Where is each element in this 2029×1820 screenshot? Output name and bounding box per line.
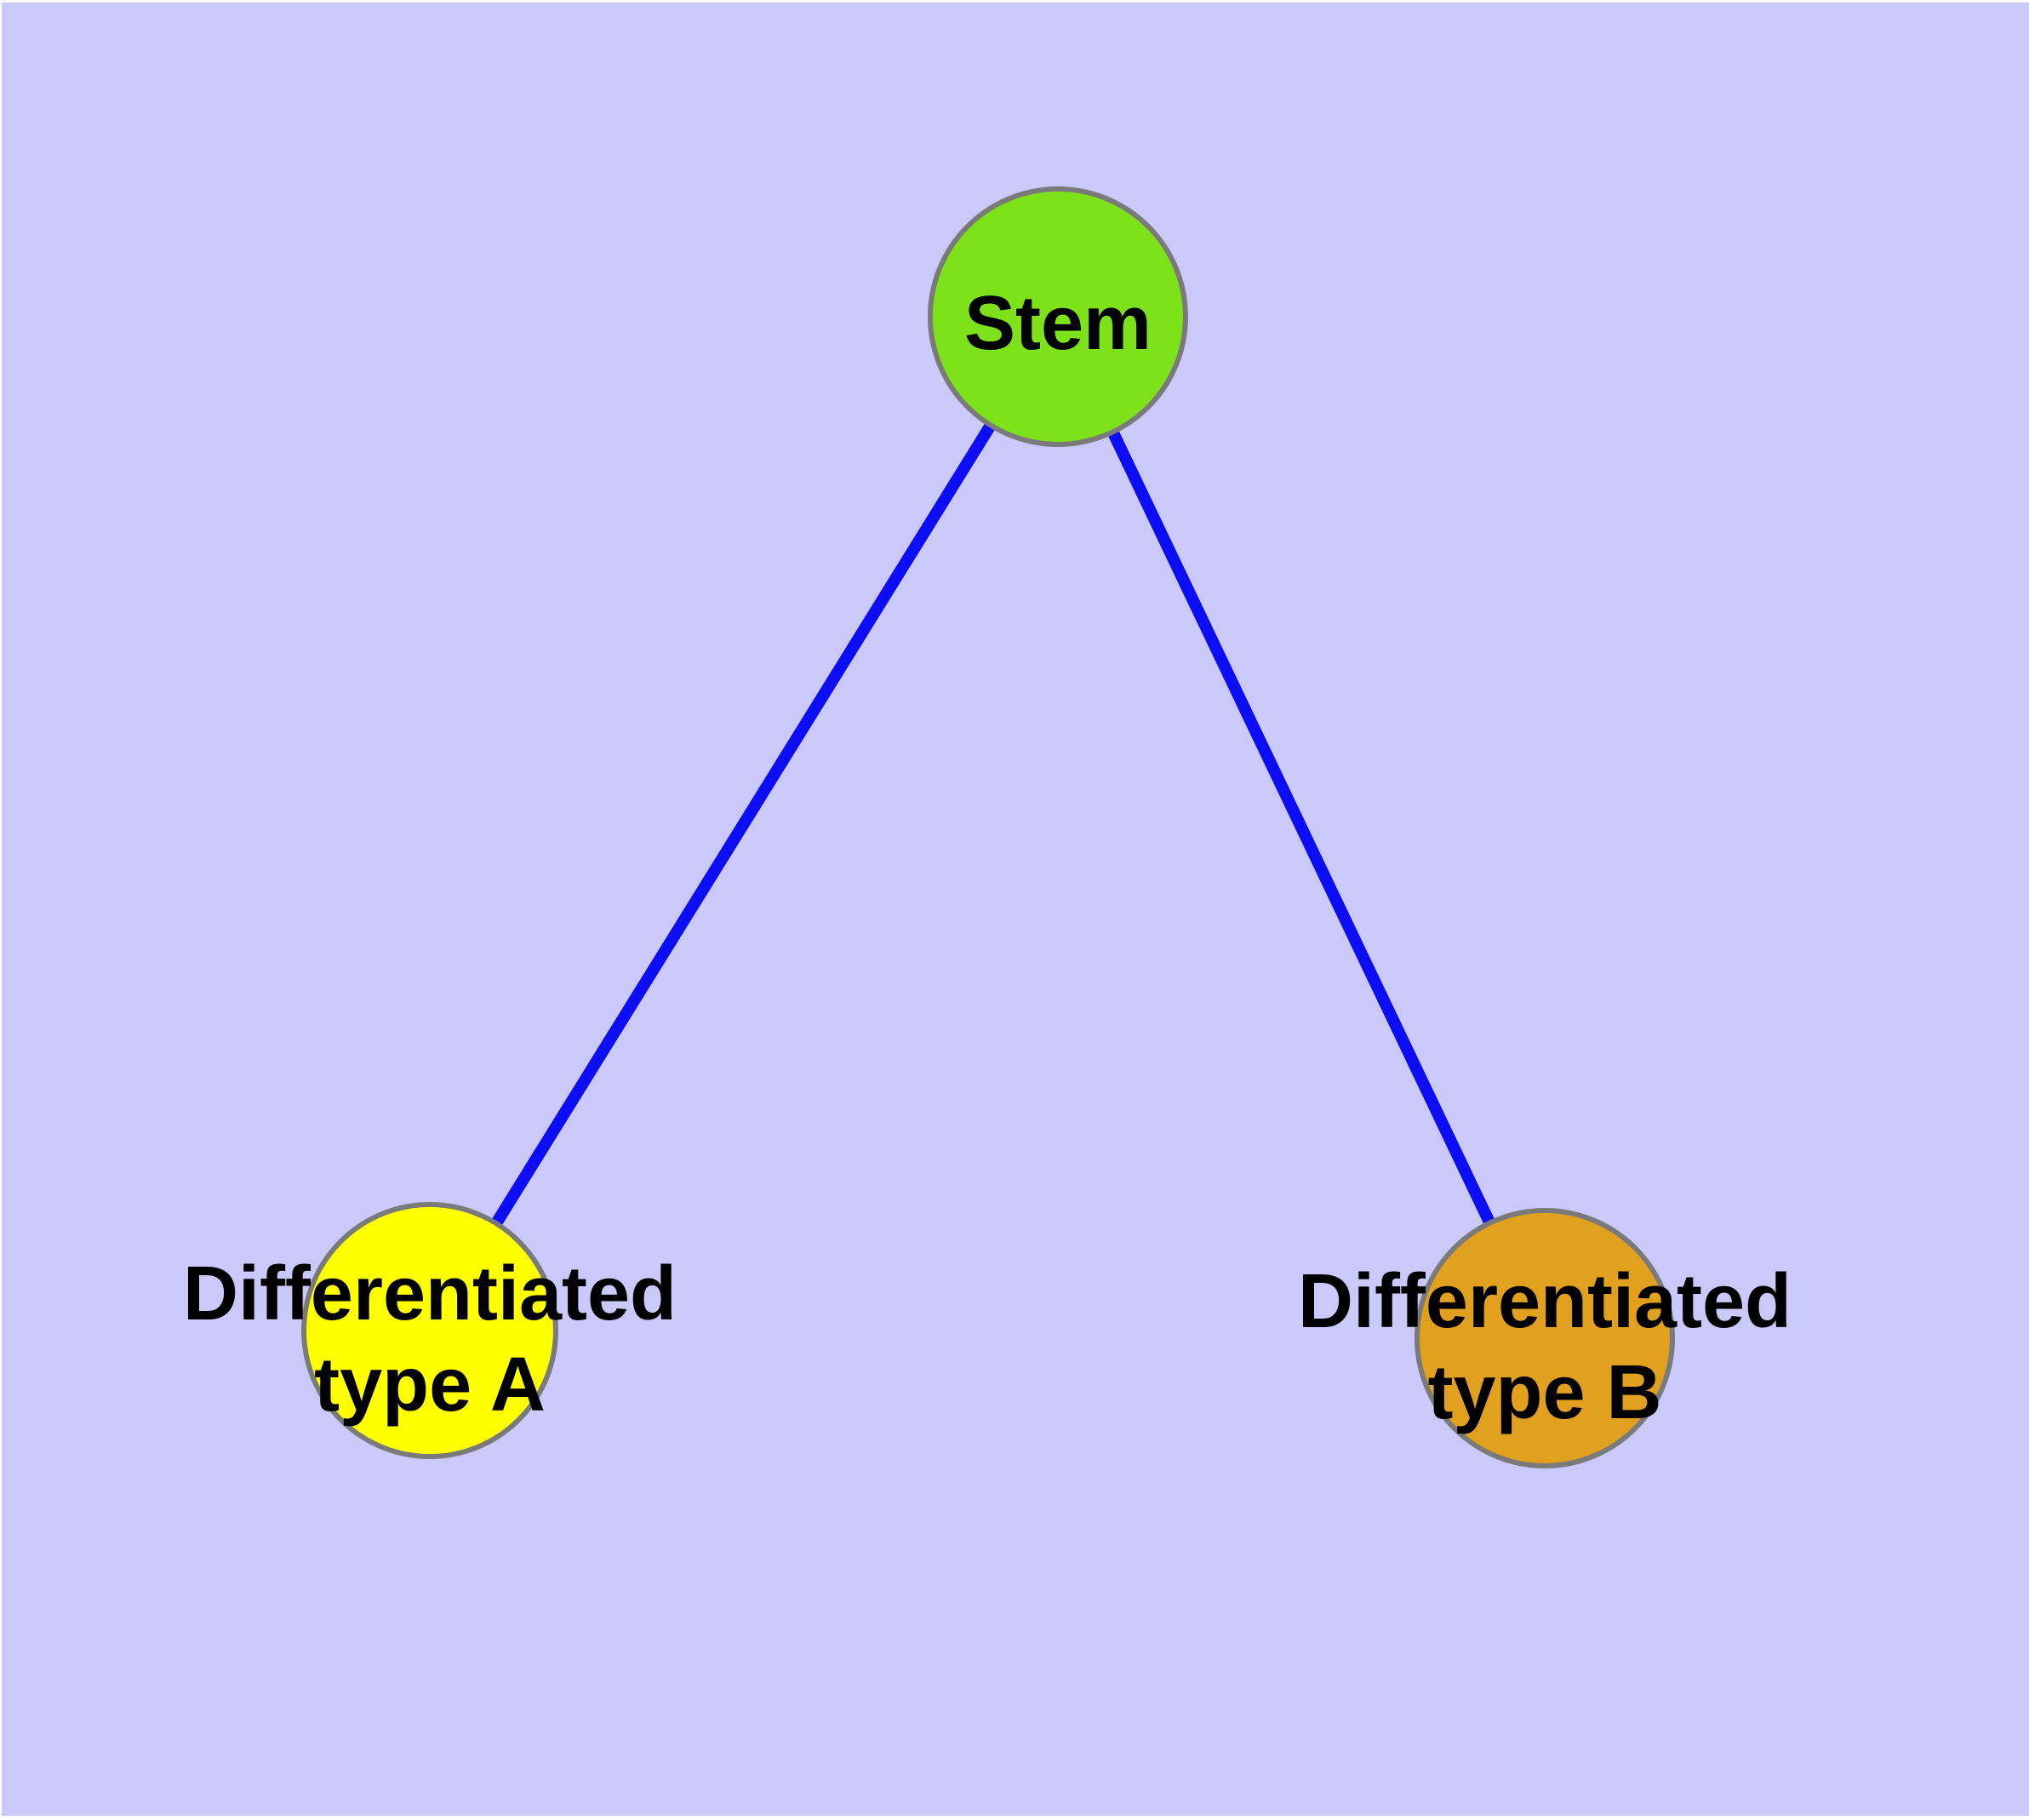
node-stem <box>928 186 1188 447</box>
node-group <box>301 186 1675 1468</box>
node-label-group: Stem Differentiated type A Differentiate… <box>183 281 1792 1435</box>
node-label-stem: Stem <box>964 281 1152 366</box>
edge-group <box>425 313 1551 1342</box>
node-label-differentiated-type-a-line2: type A <box>314 1342 546 1428</box>
node-label-differentiated-type-a-line1: Differentiated <box>183 1251 677 1336</box>
node-label-differentiated-type-b-line2: type B <box>1427 1350 1661 1435</box>
node-differentiated-type-b <box>1415 1208 1675 1468</box>
node-label-differentiated-type-b-line1: Differentiated <box>1298 1259 1792 1344</box>
node-differentiated-type-a <box>301 1202 558 1459</box>
edge-stem-to-differentiated-type-a <box>425 313 1063 1334</box>
edge-stem-to-differentiated-type-b <box>1052 313 1551 1342</box>
